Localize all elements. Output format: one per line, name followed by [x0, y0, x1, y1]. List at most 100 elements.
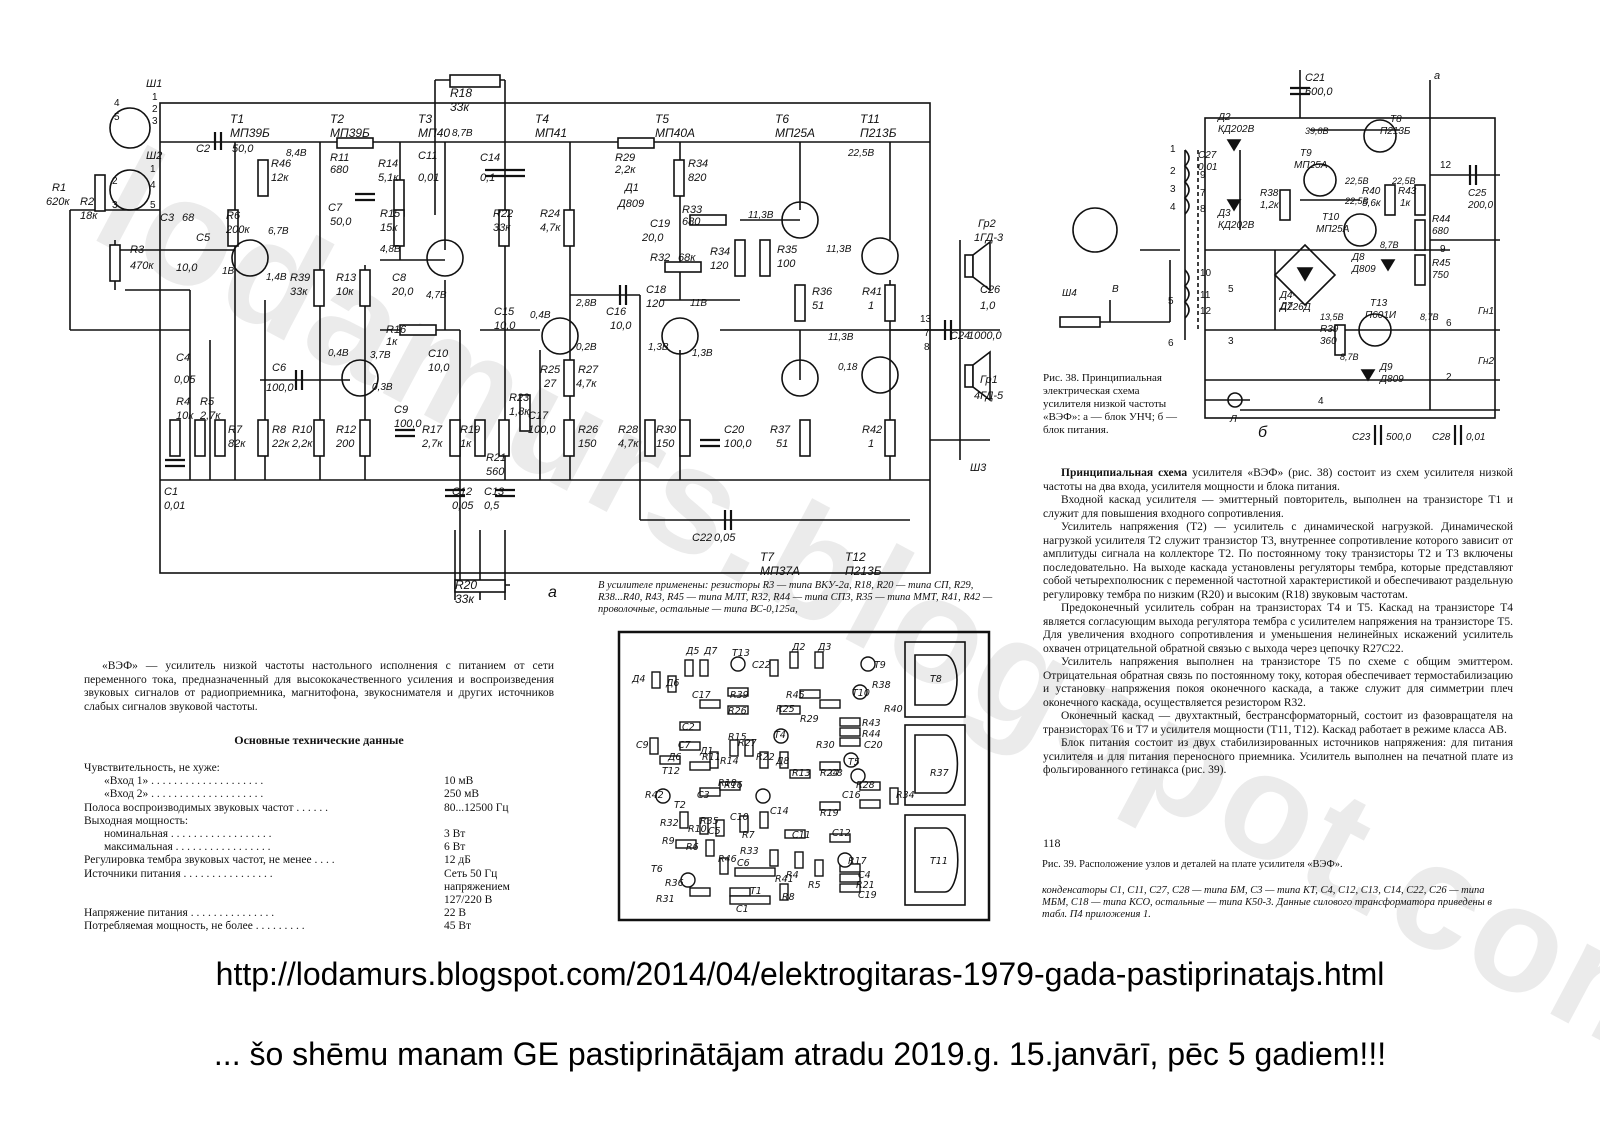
pcb-part-label: С2	[682, 722, 695, 733]
pcb-part-label: Д8	[776, 756, 790, 767]
figure-letter-b: б	[1258, 424, 1267, 441]
transistor-label: T7 МП37А	[760, 550, 801, 578]
voltage-label: 0,2В	[576, 342, 597, 353]
component-label: 4,7к	[618, 438, 639, 450]
pcb-part-label: R18	[718, 778, 737, 789]
pcb-part-label: С1	[736, 904, 749, 915]
intro-text: «ВЭФ» — усилитель низкой частоты настоль…	[84, 660, 554, 713]
component-label: 100,0	[724, 438, 752, 450]
component-label: R34	[688, 158, 709, 170]
transistor-label: T12 П213Б	[845, 550, 882, 578]
pcb-part-label: С11	[792, 830, 811, 841]
pcb-part-label: Д6	[668, 752, 682, 763]
spec-label: Потребляемая мощность, не более . . . . …	[84, 920, 305, 933]
pin-label: 3	[152, 116, 158, 127]
pcb-part-label: R29	[800, 714, 819, 725]
spec-value: напряжением	[444, 880, 510, 893]
spec-label: «Вход 2» . . . . . . . . . . . . . . . .…	[104, 788, 264, 801]
pin-label: 10	[1200, 268, 1212, 279]
pcb-part-label: С8	[830, 768, 843, 779]
source-url[interactable]: http://lodamurs.blogspot.com/2014/04/ele…	[215, 956, 1385, 992]
voltage-label: 11,3В	[826, 244, 852, 255]
voltage-label: 8,7В	[1340, 352, 1359, 362]
pcb-part-label: T13	[732, 648, 750, 659]
component-label: R10	[292, 424, 313, 436]
pcb-part-label: С7	[678, 740, 691, 751]
component-label: 560	[486, 466, 505, 478]
component-label: С12	[452, 486, 473, 498]
component-label: Д809	[1352, 264, 1376, 275]
component-label: R1	[52, 182, 67, 194]
component-label: С13	[484, 486, 505, 498]
transistor-label: T6 МП25А	[775, 112, 816, 140]
figure-letter-a: а	[548, 584, 557, 601]
pin-label: 8	[924, 342, 930, 353]
component-label: 12к	[271, 172, 289, 184]
component-label: Д3	[1218, 208, 1231, 219]
pcb-part-label: R25	[776, 704, 795, 715]
pin-label: 1	[152, 92, 158, 103]
component-label: С23	[1352, 432, 1371, 443]
component-label: 0,5	[484, 500, 500, 512]
component-label: С3	[160, 212, 175, 224]
component-label: 0,01	[1198, 162, 1218, 173]
component-label: R5	[200, 396, 215, 408]
component-label: T9	[1300, 148, 1312, 159]
voltage-label: 11,3В	[748, 210, 774, 221]
component-label: 10,0	[610, 320, 632, 332]
pcb-part-label: R8	[782, 892, 795, 903]
component-label: R44	[1432, 214, 1451, 225]
component-label: 10,0	[428, 362, 450, 374]
pcb-part-label: R14	[720, 756, 739, 767]
component-label: 51	[812, 300, 825, 312]
spec-row: Потребляемая мощность, не более . . . . …	[84, 920, 554, 933]
component-label: R42	[862, 424, 883, 436]
component-label: С19	[650, 218, 671, 230]
component-label: 4,7к	[540, 222, 561, 234]
spec-row: Напряжение питания . . . . . . . . . . .…	[84, 907, 554, 920]
pcb-part-label: С12	[832, 828, 851, 839]
pcb-part-label: R30	[816, 740, 835, 751]
spec-label: Выходная мощность:	[84, 814, 189, 827]
component-label: 5,6к	[1362, 198, 1381, 209]
component-label: Д2	[1218, 112, 1231, 123]
component-label: С1	[164, 486, 179, 498]
component-label: МП25А	[1316, 224, 1350, 235]
pin-label: 5	[114, 112, 120, 123]
spec-label: Напряжение питания . . . . . . . . . . .…	[84, 907, 275, 920]
pcb-part-label: R36	[665, 878, 684, 889]
component-label: R45	[1432, 258, 1451, 269]
component-label: 620к	[46, 196, 70, 208]
component-label: 120	[710, 260, 729, 272]
pin-label: 4	[1170, 202, 1176, 213]
component-label: T10	[1322, 212, 1340, 223]
pcb-part-label: R43	[862, 718, 881, 729]
component-label: 2,7к	[200, 410, 221, 422]
component-label: R30	[656, 424, 677, 436]
component-label: 100,0	[528, 424, 556, 436]
pcb-part-label: Д1	[700, 746, 714, 757]
pcb-part-label: С17	[692, 690, 711, 701]
voltage-label: 2,8В	[576, 298, 597, 309]
component-label: R33 680	[682, 204, 703, 228]
component-label: С11	[418, 150, 438, 162]
parts-note: В усилителе применены: резисторы R3 — ти…	[598, 580, 993, 615]
pin-label: 3	[112, 200, 118, 211]
pcb-part-label: T9	[874, 660, 886, 671]
spec-value: 250 мВ	[444, 788, 480, 801]
component-label: R28	[618, 424, 639, 436]
component-label: 680	[1432, 226, 1449, 237]
component-label: 18к	[80, 210, 98, 222]
pcb-part-label: R9	[662, 836, 675, 847]
component-label: 10,0	[494, 320, 516, 332]
pin-label: 4	[150, 180, 156, 191]
pcb-part-label: R11	[702, 752, 721, 763]
spec-value: Сеть 50 Гц	[444, 867, 498, 880]
component-label: Ш4	[1062, 288, 1077, 299]
spec-value: 45 Вт	[444, 920, 472, 933]
component-label: R6	[226, 210, 241, 222]
component-label: 750	[1432, 270, 1449, 281]
component-label: R34	[710, 246, 731, 258]
component-label: 10к	[176, 410, 194, 422]
component-label: Д8	[1352, 252, 1365, 263]
